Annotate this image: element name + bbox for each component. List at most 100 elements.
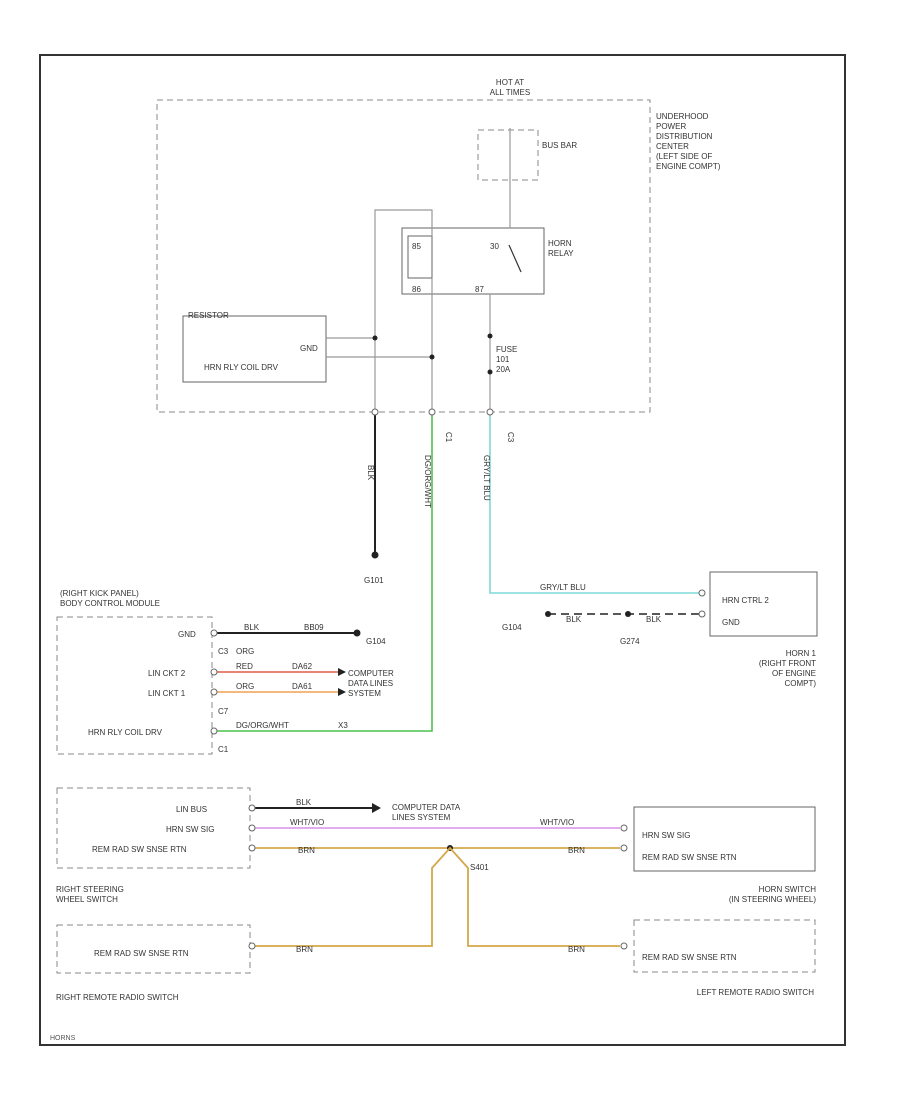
arrow-lin-ckt2	[338, 668, 346, 676]
horn-switch-box	[633, 806, 816, 872]
fuse-node-top	[487, 333, 493, 339]
label-rrrs-title: RIGHT REMOTE RADIO SWITCH	[56, 993, 179, 1002]
wire-dg-org-wht	[214, 412, 433, 732]
label-bcm-c7: C7	[218, 707, 229, 716]
bus-bar-box	[477, 129, 539, 181]
pin-rsws-rtn	[248, 844, 256, 852]
label-wire-grylt-horn: GRY/LT BLU	[540, 583, 586, 592]
label-wire-grylt: GRY/LT BLU	[482, 455, 491, 501]
label-wire-org: ORG	[236, 647, 254, 656]
resistor-box	[182, 315, 327, 383]
pin-bcm-lin1	[210, 688, 218, 696]
pin-c1	[428, 408, 436, 416]
label-wire-red: RED	[236, 662, 253, 671]
label-horn-switch: HORN SWITCH(IN STEERING WHEEL)	[729, 885, 816, 904]
label-relay-86: 86	[412, 285, 421, 294]
label-resistor-coil: HRN RLY COIL DRV	[204, 363, 279, 372]
wire-gry-lt-blu	[489, 412, 700, 594]
splice-node-coil	[429, 354, 435, 360]
label-rsws-lin: LIN BUS	[176, 805, 207, 814]
ground-g104-horn-node	[545, 611, 551, 617]
pin-bcm-gnd	[210, 629, 218, 637]
label-wire-blk-bcm: BLK	[244, 623, 260, 632]
label-g104: G104	[366, 637, 386, 646]
fuse-node-bottom	[487, 369, 493, 375]
relay-switch	[508, 244, 522, 273]
label-c1: C1	[444, 432, 453, 443]
label-wire-blk-horn2: BLK	[646, 615, 662, 624]
label-horn-sw-rtn: REM RAD SW SNSE RTN	[642, 853, 737, 862]
ground-g274-node	[625, 611, 631, 617]
label-resistor: RESISTOR	[188, 311, 229, 320]
pin-rsws-lin	[248, 804, 256, 812]
arrow-lin-ckt1	[338, 688, 346, 696]
label-bus-bar: BUS BAR	[542, 141, 577, 150]
label-wire-vio: WHT/VIO	[290, 818, 324, 827]
label-relay-85: 85	[412, 242, 421, 251]
label-relay-87: 87	[475, 285, 484, 294]
pin-g101	[371, 408, 379, 416]
arrow-lin-bus	[372, 803, 381, 813]
pin-c3	[486, 408, 494, 416]
pin-hsw-rtn	[620, 844, 628, 852]
label-bcm-gnd: GND	[178, 630, 196, 639]
pin-rrrs	[248, 942, 256, 950]
label-footer: HORNS	[50, 1035, 76, 1042]
label-wire-blk-bcm-code: BB09	[304, 623, 324, 632]
label-wire-blk-1: BLK	[366, 465, 375, 481]
label-g274: G274	[620, 637, 640, 646]
label-bcm-c1: C1	[218, 745, 229, 754]
label-horn-gnd: GND	[722, 618, 740, 627]
label-splice-s401: S401	[470, 863, 489, 872]
label-g101: G101	[364, 576, 384, 585]
label-bcm-coil: HRN RLY COIL DRV	[88, 728, 163, 737]
pin-lrrs	[620, 942, 628, 950]
pin-horn-gnd	[698, 610, 706, 618]
label-wire-dg-bcm: DG/ORG/WHT	[236, 721, 289, 730]
label-wire-org-code: DA61	[292, 682, 313, 691]
label-wire-red-code: DA62	[292, 662, 313, 671]
pin-hsw-sig	[620, 824, 628, 832]
label-bcm-lin2: LIN CKT 2	[148, 669, 186, 678]
label-bcm-c3: C3	[218, 647, 229, 656]
label-wire-blk-lin: BLK	[296, 798, 312, 807]
label-horn-sw-sig: HRN SW SIG	[642, 831, 690, 840]
wire-rem-rad-sw-rtn-bottom	[252, 846, 620, 947]
ground-g104-node	[353, 629, 361, 637]
label-wire-tan1: BRN	[298, 846, 315, 855]
right-steering-switch-box	[56, 787, 251, 869]
label-bcm-title: (RIGHT KICK PANEL)BODY CONTROL MODULE	[60, 589, 160, 608]
bcm-box	[56, 616, 213, 755]
pin-bcm-lin2	[210, 668, 218, 676]
label-lrrs-pin: REM RAD SW SNSE RTN	[642, 953, 737, 962]
label-rrrs-rtn: REM RAD SW SNSE RTN	[94, 949, 189, 958]
pin-rsws-hrn	[248, 824, 256, 832]
label-c3: C3	[506, 432, 515, 443]
label-rsws-rtn: REM RAD SW SNSE RTN	[92, 845, 187, 854]
label-wire-tan2: BRN	[568, 846, 585, 855]
ground-g101-node	[371, 551, 379, 559]
label-wire-blk-horn1: BLK	[566, 615, 582, 624]
horn-1-box	[709, 571, 818, 637]
label-wire-vio2: WHT/VIO	[540, 818, 574, 827]
label-wire-org2: ORG	[236, 682, 254, 691]
pin-bcm-coil	[210, 727, 218, 735]
left-remote-radio-switch-box	[633, 919, 816, 973]
pin-horn-ctrl	[698, 589, 706, 597]
wire-relay-85	[374, 209, 433, 412]
label-g104-horn: G104	[502, 623, 522, 632]
diagram-frame	[39, 54, 846, 1046]
underhood-pdc-box	[156, 99, 651, 413]
label-wire-dg-code: X3	[338, 721, 348, 730]
splice-node-gnd	[372, 335, 378, 341]
label-resistor-gnd: GND	[300, 344, 318, 353]
label-wire-tan4: BRN	[568, 945, 585, 954]
